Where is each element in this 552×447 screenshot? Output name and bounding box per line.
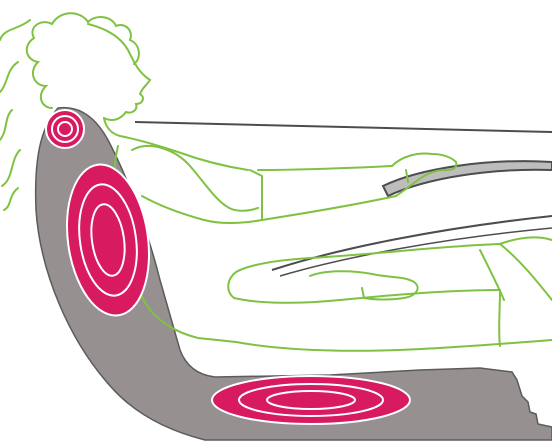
knee (500, 237, 552, 244)
dashboard-line (135, 122, 552, 132)
forearm (250, 166, 396, 220)
dash-lower-arc (272, 216, 552, 270)
head (88, 24, 150, 120)
massage-zone-neck (46, 110, 84, 148)
massage-zone-seat (212, 376, 410, 424)
